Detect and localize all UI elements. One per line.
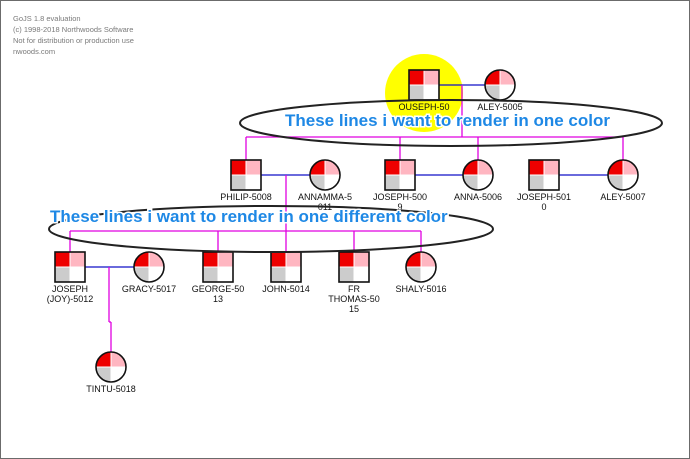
person-label: ALEY-5007 (600, 192, 645, 202)
person-glyph (529, 160, 559, 190)
person-node-shaly[interactable]: SHALY-5016 (395, 251, 447, 294)
person-label: 0 (541, 202, 546, 212)
person-label: GRACY-5017 (122, 284, 176, 294)
annotation-ellipse-1 (239, 99, 663, 147)
person-label: JOHN-5014 (262, 284, 310, 294)
person-glyph (271, 252, 301, 282)
person-label: PHILIP-5008 (220, 192, 272, 202)
person-node-anna[interactable]: ANNA-5006 (454, 159, 502, 202)
watermark-line: GoJS 1.8 evaluation (13, 14, 81, 23)
female-circle-outline (607, 159, 639, 191)
links-layer (69, 84, 624, 352)
female-circle-outline (405, 251, 437, 283)
person-glyph (231, 160, 261, 190)
person-node-gracy[interactable]: GRACY-5017 (122, 251, 176, 294)
male-square-outline (528, 159, 560, 191)
male-square-outline (54, 251, 86, 283)
person-label: ANNA-5006 (454, 192, 502, 202)
person-node-philip[interactable]: PHILIP-5008 (220, 159, 272, 202)
person-node-aley5007[interactable]: ALEY-5007 (600, 159, 646, 202)
person-glyph (385, 160, 415, 190)
person-label: (JOY)-5012 (47, 294, 94, 304)
person-label: OUSEPH-50 (398, 102, 449, 112)
person-label: GEORGE-50 (192, 284, 245, 294)
person-label: 13 (213, 294, 223, 304)
person-label: ANNAMMA-5 (298, 192, 352, 202)
female-circle-outline (133, 251, 165, 283)
female-circle-outline (309, 159, 341, 191)
person-label: 15 (349, 304, 359, 314)
person-glyph (409, 70, 439, 100)
person-glyph (55, 252, 85, 282)
watermark-line: nwoods.com (13, 47, 55, 56)
watermark: GoJS 1.8 evaluation (c) 1998-2018 Northw… (13, 14, 134, 56)
person-node-ouseph[interactable]: OUSEPH-50 (398, 69, 450, 112)
annotation-text-1: These lines i want to render in one colo… (285, 111, 610, 130)
person-label: TINTU-5018 (86, 384, 136, 394)
person-label: ALEY-5005 (477, 102, 522, 112)
male-square-outline (384, 159, 416, 191)
person-label: FR (348, 284, 360, 294)
female-circle-outline (462, 159, 494, 191)
person-label: SHALY-5016 (395, 284, 446, 294)
person-node-john[interactable]: JOHN-5014 (262, 251, 310, 294)
watermark-line: (c) 1998-2018 Northwoods Software (13, 25, 133, 34)
person-label: JOSEPH (52, 284, 88, 294)
female-circle-outline (95, 351, 127, 383)
annotation-ellipse-2 (48, 205, 494, 253)
person-node-tintu[interactable]: TINTU-5018 (86, 351, 136, 394)
person-glyph (203, 252, 233, 282)
person-glyph (339, 252, 369, 282)
male-square-outline (338, 251, 370, 283)
person-label: JOSEPH-501 (517, 192, 571, 202)
person-label: THOMAS-50 (328, 294, 380, 304)
annotation-text-2: These lines i want to render in one diff… (50, 207, 448, 226)
person-label: 9 (397, 202, 402, 212)
person-node-aley5005[interactable]: ALEY-5005 (477, 69, 523, 112)
person-label: JOSEPH-500 (373, 192, 427, 202)
person-node-josephjoy[interactable]: JOSEPH(JOY)-5012 (47, 251, 94, 304)
watermark-line: Not for distribution or production use (13, 36, 134, 45)
male-square-outline (230, 159, 262, 191)
